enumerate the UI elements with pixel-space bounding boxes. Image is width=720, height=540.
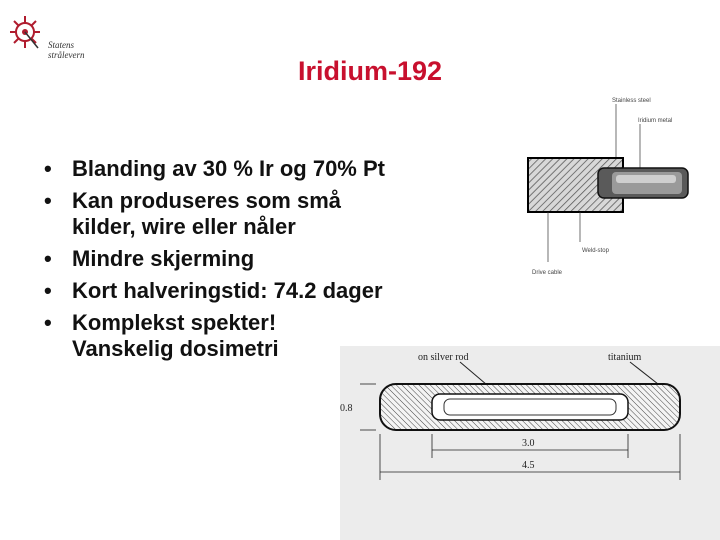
bullet-line: Komplekst spekter! [72,310,277,335]
dim-outer-length: 4.5 [522,460,535,471]
logo-text: Statens strålevern [48,40,85,60]
logo-line2: strålevern [48,50,85,60]
radiation-emblem-icon [10,16,40,49]
capsule-diagram: Stainless steel Iridium metal Weld-stop … [527,98,689,276]
label-drive-cable: Drive cable [532,270,563,276]
logo: Statens strålevern [8,12,88,60]
bullet-item: Blanding av 30 % Ir og 70% Pt [44,156,484,182]
label-weld-stop: Weld-stop [582,248,610,254]
logo-line1: Statens [48,40,74,50]
seed-dimension-diagram: on silver rod titanium 0.8 3.0 4.5 [340,346,720,540]
bullet-list: Blanding av 30 % Ir og 70% Pt Kan produs… [44,156,484,368]
bullet-item: Mindre skjerming [44,246,484,272]
label-stainless-steel: Stainless steel [612,98,651,104]
label-titanium: titanium [608,352,642,363]
dim-diameter: 0.8 [340,403,353,414]
bullet-item: Kort halveringstid: 74.2 dager [44,278,484,304]
bullet-line: Mindre skjerming [72,246,255,271]
bullet-line: Blanding av 30 % Ir og 70% Pt [72,156,385,181]
bullet-line: Kan produseres som små [72,188,341,213]
bullet-item: Kan produseres som små kilder, wire elle… [44,188,484,240]
bullet-line-cont: Vanskelig dosimetri [72,336,279,361]
label-iridium-metal: Iridium metal [638,118,672,124]
bullet-line: Kort halveringstid: 74.2 dager [72,278,383,303]
dim-inner-length: 3.0 [522,438,535,449]
bullet-line-cont: kilder, wire eller nåler [72,214,296,239]
bullet-item: Komplekst spekter! Vanskelig dosimetri [44,310,484,362]
slide-title: Iridium-192 [297,56,443,86]
label-silver-rod: on silver rod [418,352,469,363]
